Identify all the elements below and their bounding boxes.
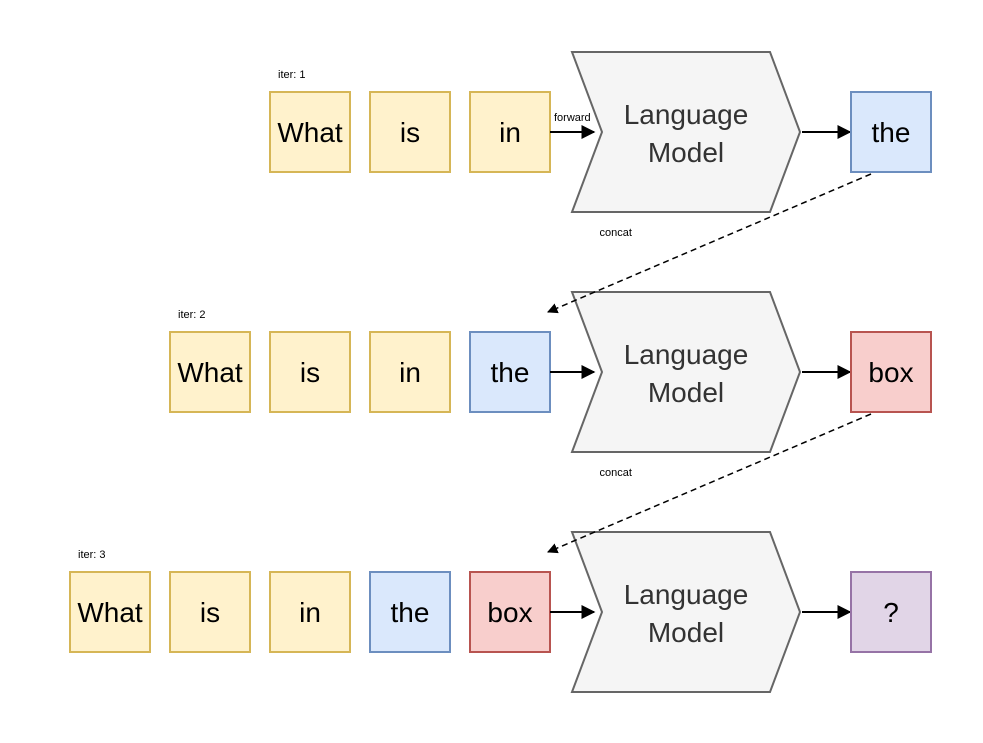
input-token-4-label: the	[391, 597, 430, 628]
output-token-box	[850, 331, 932, 413]
language-model-shape	[570, 291, 802, 453]
iter-label: iter: 1	[278, 69, 306, 81]
input-token-2-box	[169, 571, 251, 653]
input-token-3: in	[369, 331, 451, 413]
concat-arrow	[547, 173, 872, 314]
input-token-1-label: What	[77, 597, 143, 628]
input-token-4-box	[369, 571, 451, 653]
input-token-3-label: in	[499, 117, 521, 148]
input-token-4-label: the	[491, 357, 530, 388]
input-token-2-label: is	[200, 597, 220, 628]
input-token-3: in	[269, 571, 351, 653]
language-model-line1: Language	[624, 99, 749, 130]
concat-label: concat	[600, 467, 632, 479]
output-token: ?	[850, 571, 932, 653]
concat-link-2: concat	[547, 413, 872, 554]
language-model-line2: Model	[648, 377, 724, 408]
concat-link-1: concat	[547, 173, 872, 314]
input-token-1-label: What	[177, 357, 243, 388]
input-token-4: the	[469, 331, 551, 413]
input-token-3-label: in	[299, 597, 321, 628]
output-token: box	[850, 331, 932, 413]
input-token-2-box	[369, 91, 451, 173]
language-model-shape	[570, 531, 802, 693]
input-token-1: What	[269, 91, 351, 173]
input-token-3-box	[469, 91, 551, 173]
iter-label: iter: 2	[178, 309, 206, 321]
input-token-2-box	[269, 331, 351, 413]
input-token-2: is	[369, 91, 451, 173]
input-token-1-box	[69, 571, 151, 653]
output-token-label: the	[872, 117, 911, 148]
input-token-5-label: box	[487, 597, 532, 628]
input-token-1-label: What	[277, 117, 343, 148]
input-token-2: is	[169, 571, 251, 653]
input-token-2: is	[269, 331, 351, 413]
output-token-label: box	[868, 357, 913, 388]
output-token-box	[850, 91, 932, 173]
input-token-3-box	[369, 331, 451, 413]
concat-arrow	[547, 413, 872, 554]
input-token-4-box	[469, 331, 551, 413]
input-token-4: the	[369, 571, 451, 653]
input-token-2-label: is	[400, 117, 420, 148]
language-model-line1: Language	[624, 339, 749, 370]
input-token-1-box	[269, 91, 351, 173]
input-token-3: in	[469, 91, 551, 173]
output-token-box	[850, 571, 932, 653]
iter-label: iter: 3	[78, 549, 106, 561]
language-model-line2: Model	[648, 617, 724, 648]
output-token-label: ?	[883, 597, 899, 628]
input-token-1: What	[169, 331, 251, 413]
input-token-3-box	[269, 571, 351, 653]
language-model-shape	[570, 51, 802, 213]
input-token-5: box	[469, 571, 551, 653]
input-token-3-label: in	[399, 357, 421, 388]
input-token-1-box	[169, 331, 251, 413]
language-model-line1: Language	[624, 579, 749, 610]
language-model-line2: Model	[648, 137, 724, 168]
forward-label: forward	[554, 112, 591, 124]
input-token-5-box	[469, 571, 551, 653]
concat-label: concat	[600, 227, 632, 239]
output-token: the	[850, 91, 932, 173]
input-token-1: What	[69, 571, 151, 653]
input-token-2-label: is	[300, 357, 320, 388]
